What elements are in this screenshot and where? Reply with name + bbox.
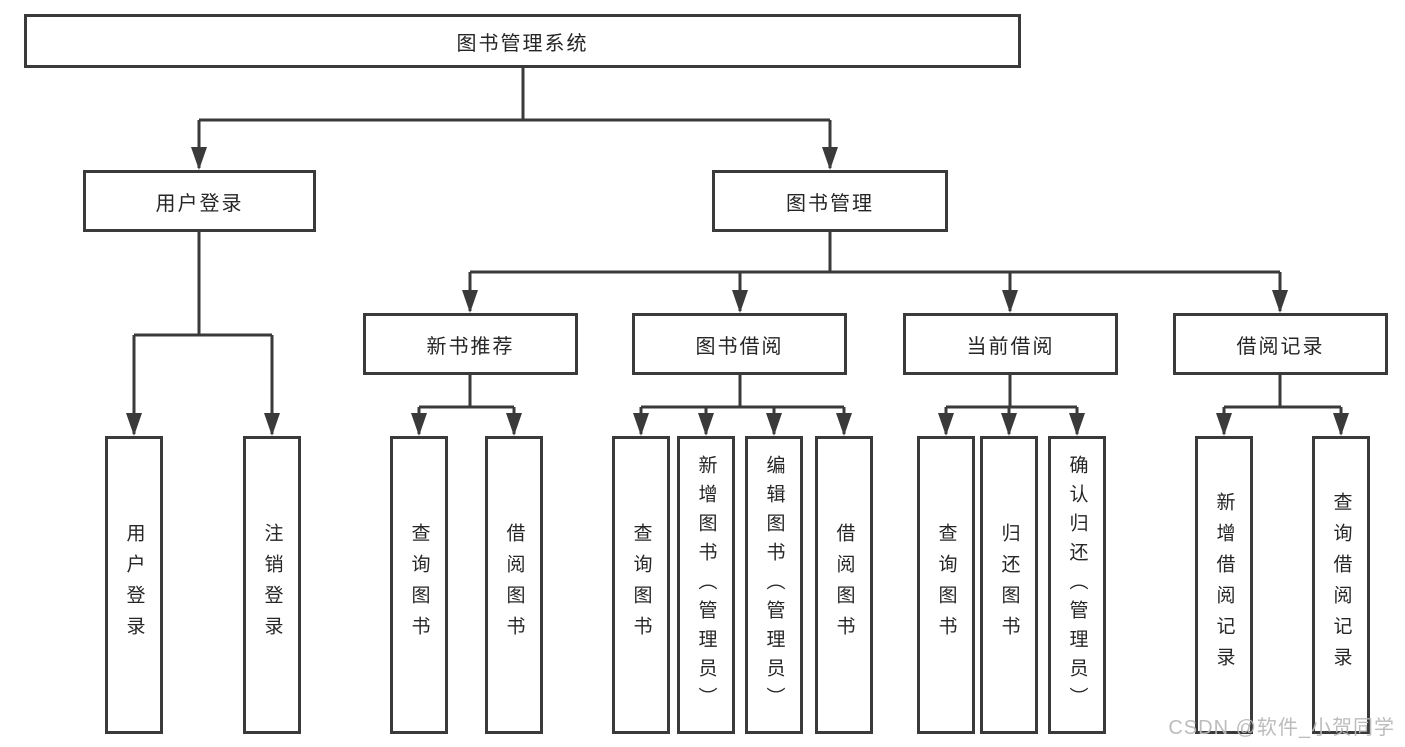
arrow-down-icon	[462, 290, 478, 313]
arrow-down-icon	[836, 413, 852, 436]
connector-user-login-children	[132, 232, 274, 434]
leaf-add-book-admin: 新增图书（管理员）	[677, 436, 735, 734]
leaf-label: 编辑图书（管理员）	[763, 454, 785, 716]
leaf-label: 用户登录	[123, 523, 145, 647]
connector-recommend-children	[417, 375, 516, 434]
leaf-label: 查询借阅记录	[1330, 492, 1352, 678]
arrow-down-icon	[264, 413, 280, 436]
csdn-watermark: CSDN @软件_小贺同学	[1168, 717, 1395, 739]
arrow-down-icon	[1216, 413, 1232, 436]
leaf-label: 新增借阅记录	[1213, 492, 1235, 678]
leaf-edit-book-admin: 编辑图书（管理员）	[745, 436, 803, 734]
leaf-query-borrow-record: 查询借阅记录	[1312, 436, 1370, 734]
node-label: 新书推荐	[426, 335, 515, 358]
leaf-label: 借阅图书	[833, 523, 855, 647]
connector-book-management-level3	[468, 232, 1282, 311]
leaf-label: 新增图书（管理员）	[695, 454, 717, 716]
node-current-borrowing: 当前借阅	[903, 313, 1118, 375]
node-user-login: 用户登录	[83, 170, 316, 232]
node-label: 图书借阅	[695, 335, 784, 358]
leaf-label: 查询图书	[630, 523, 652, 647]
node-label: 图书管理	[786, 192, 874, 215]
arrow-down-icon	[411, 413, 427, 436]
leaf-add-borrow-record: 新增借阅记录	[1195, 436, 1253, 734]
leaf-label: 注销登录	[261, 523, 283, 647]
connector-borrow-children	[639, 375, 846, 434]
node-new-book-recommend: 新书推荐	[363, 313, 578, 375]
leaf-query-books-recommend: 查询图书	[390, 436, 448, 734]
arrow-down-icon	[506, 413, 522, 436]
arrow-down-icon	[1272, 290, 1288, 313]
arrow-down-icon	[938, 413, 954, 436]
leaf-user-login: 用户登录	[105, 436, 163, 734]
arrow-down-icon	[191, 147, 207, 170]
leaf-label: 查询图书	[408, 523, 430, 647]
leaf-confirm-return-admin: 确认归还（管理员）	[1048, 436, 1106, 734]
leaf-query-books-current: 查询图书	[917, 436, 975, 734]
node-label: 用户登录	[155, 192, 244, 215]
arrow-down-icon	[1002, 290, 1018, 313]
arrow-down-icon	[698, 413, 714, 436]
node-book-management: 图书管理	[712, 170, 948, 232]
connector-root-to-level2	[197, 68, 832, 168]
leaf-logout: 注销登录	[243, 436, 301, 734]
leaf-label: 归还图书	[998, 523, 1020, 647]
node-label: 当前借阅	[966, 335, 1055, 358]
node-root-system: 图书管理系统	[24, 14, 1021, 68]
arrow-down-icon	[1333, 413, 1349, 436]
arrow-down-icon	[766, 413, 782, 436]
arrow-down-icon	[1069, 413, 1085, 436]
arrow-down-icon	[126, 413, 142, 436]
arrow-down-icon	[732, 290, 748, 313]
arrow-down-icon	[822, 147, 838, 170]
leaf-label: 确认归还（管理员）	[1066, 454, 1088, 716]
arrow-down-icon	[1001, 413, 1017, 436]
leaf-return-books: 归还图书	[980, 436, 1038, 734]
node-label: 图书管理系统	[456, 32, 589, 55]
node-book-borrowing: 图书借阅	[632, 313, 847, 375]
arrowheads	[126, 147, 1349, 436]
node-borrowing-records: 借阅记录	[1173, 313, 1388, 375]
connector-records-children	[1222, 375, 1343, 434]
arrow-down-icon	[633, 413, 649, 436]
leaf-borrow-books: 借阅图书	[815, 436, 873, 734]
leaf-query-books-borrow: 查询图书	[612, 436, 670, 734]
leaf-borrow-books-recommend: 借阅图书	[485, 436, 543, 734]
node-label: 借阅记录	[1236, 335, 1325, 358]
leaf-label: 查询图书	[935, 523, 957, 647]
leaf-label: 借阅图书	[503, 523, 525, 647]
